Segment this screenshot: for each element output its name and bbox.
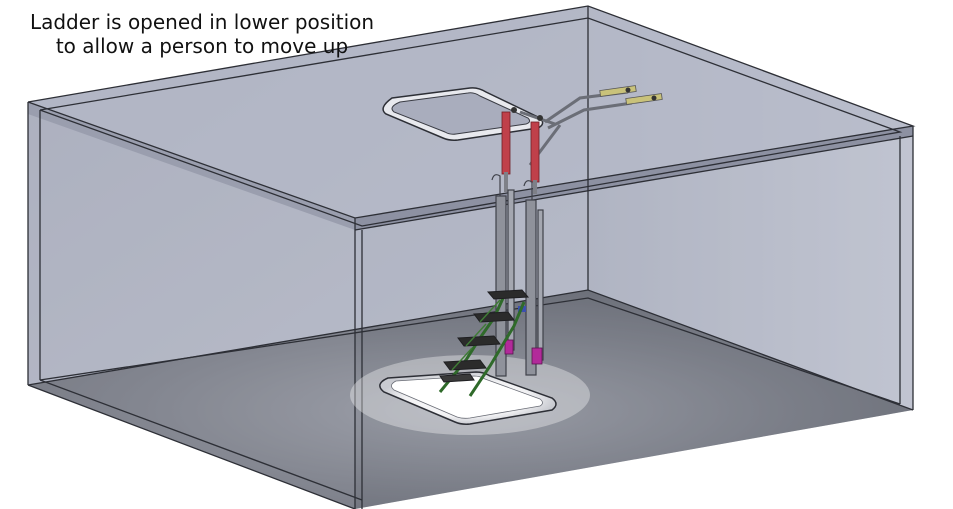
room-outline [27,5,916,509]
caption-line-2: to allow a person to move up [55,34,349,58]
front-wall [28,102,355,509]
step-5 [439,373,475,383]
ladder-steps [438,289,530,397]
step-2 [473,311,515,323]
gas-springs [501,111,540,194]
caption-line-1: Ladder is opened in lower position [29,10,375,34]
mounting-brackets [511,85,663,121]
ceiling-slab-edge-left [28,102,355,230]
caption: Ladder is opened in lower position to al… [12,10,392,58]
step-1 [486,289,530,300]
step-4 [443,359,487,371]
step-3 [457,335,501,347]
